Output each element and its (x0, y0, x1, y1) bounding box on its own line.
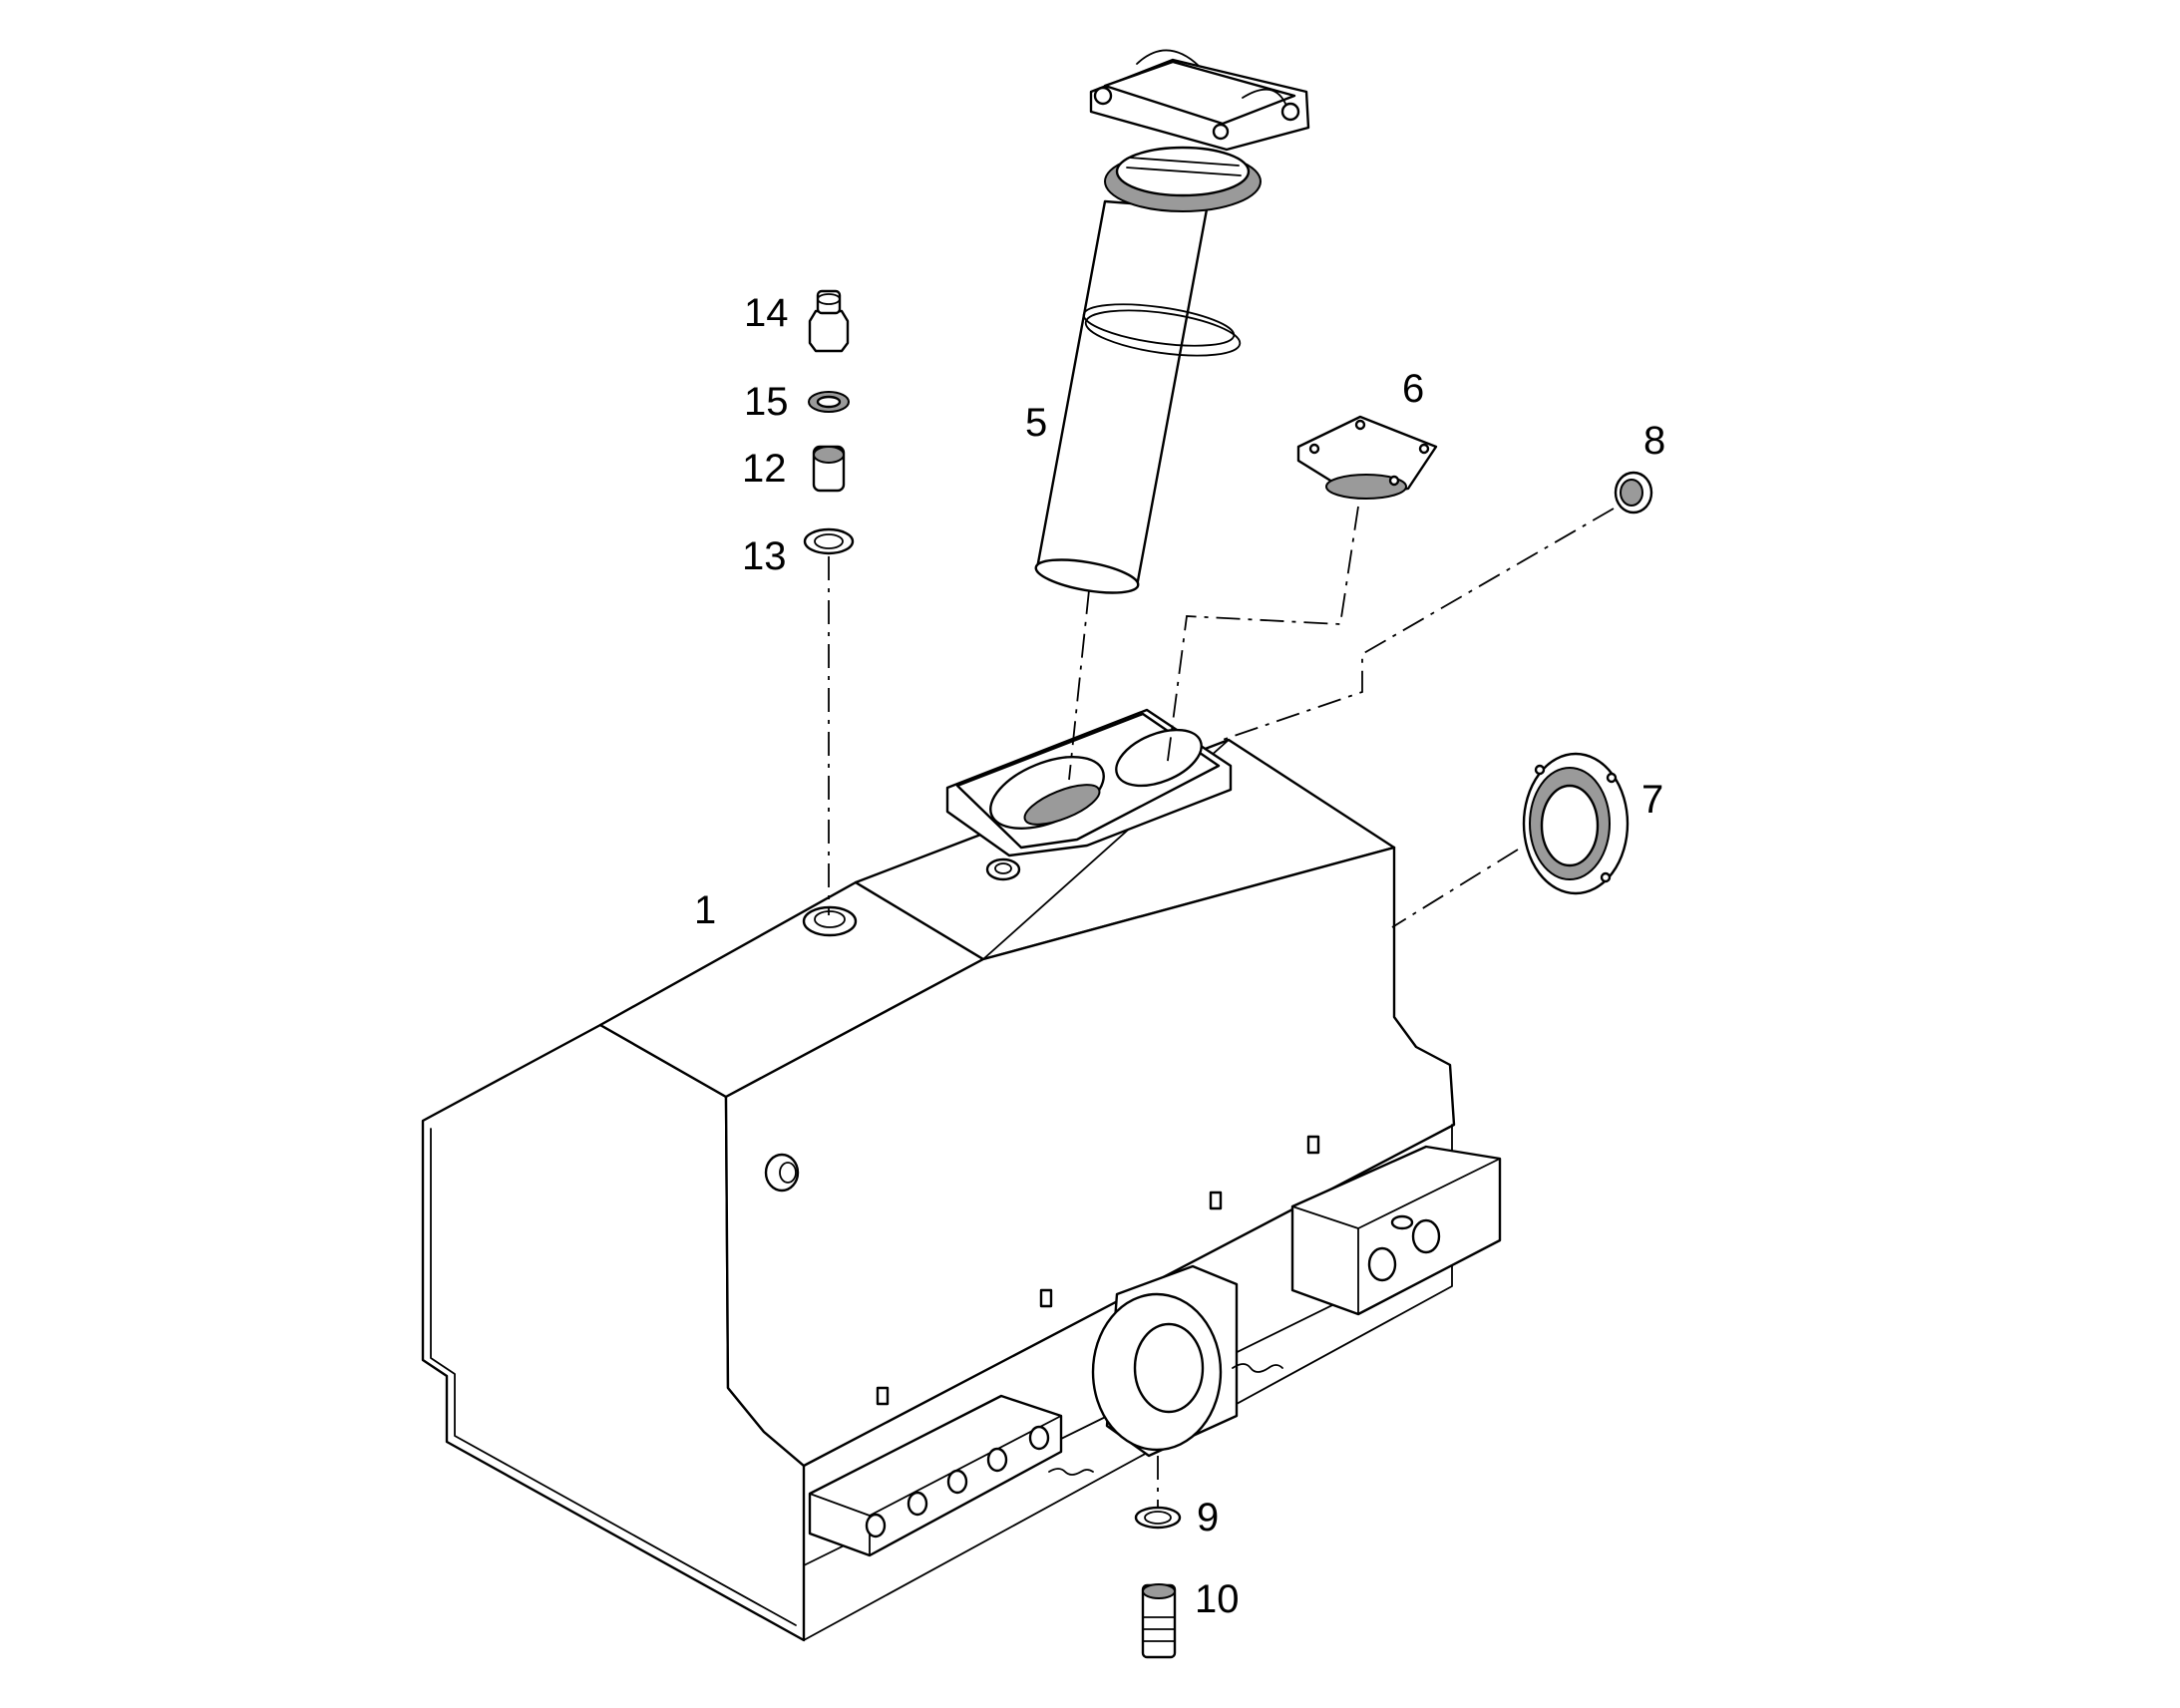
callout-7[interactable]: 7 (1641, 778, 1664, 822)
plug-part (1614, 471, 1653, 514)
callout-5[interactable]: 5 (1025, 401, 1048, 445)
assembly-leaders (828, 506, 1615, 1508)
return-filter-part (1034, 49, 1310, 594)
tank-front-face (724, 846, 1456, 1468)
right-port-block (1290, 1145, 1502, 1316)
callout-10[interactable]: 10 (1195, 1577, 1240, 1621)
suction-flange (1091, 1264, 1283, 1458)
callout-1[interactable]: 1 (694, 888, 717, 932)
callout-8[interactable]: 8 (1643, 419, 1666, 463)
callout-12[interactable]: 12 (742, 447, 787, 491)
breather-stack (803, 289, 855, 555)
callout-9[interactable]: 9 (1197, 1496, 1220, 1539)
callout-6[interactable]: 6 (1402, 367, 1425, 411)
callout-13[interactable]: 13 (742, 534, 787, 578)
drain-stack (1134, 1506, 1182, 1659)
callout-14[interactable]: 14 (744, 291, 789, 335)
callout-15[interactable]: 15 (744, 380, 789, 424)
tank-part (421, 708, 1502, 1642)
cover-plate-part (1296, 415, 1438, 500)
sight-glass-part (1522, 752, 1630, 895)
left-port-block (808, 1394, 1094, 1557)
